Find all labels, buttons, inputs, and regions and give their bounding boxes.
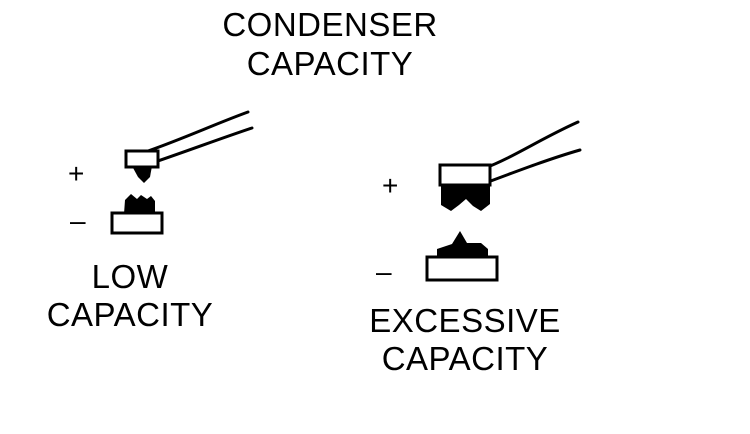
- excessive-capacity-plus-sign: +: [382, 170, 399, 201]
- title-line-2: CAPACITY: [246, 45, 414, 82]
- low-capacity-lower-contact: [110, 194, 164, 235]
- excessive-capacity-label-line-2: CAPACITY: [381, 340, 549, 377]
- low-capacity-plus-sign: +: [68, 158, 85, 189]
- excessive-capacity-lower-contact: [425, 231, 499, 282]
- excessive-capacity-label-line-1: EXCESSIVE: [369, 302, 561, 339]
- title-line-1: CONDENSER: [222, 6, 438, 43]
- excessive-capacity-minus-sign: –: [376, 256, 392, 287]
- low-capacity-label-line-2: CAPACITY: [46, 296, 214, 333]
- low-capacity-upper-contact: [124, 110, 254, 183]
- low-capacity-minus-sign: –: [70, 205, 86, 236]
- low-capacity-label-line-1: LOW: [91, 258, 169, 295]
- excessive-capacity-upper-contact: [438, 120, 582, 211]
